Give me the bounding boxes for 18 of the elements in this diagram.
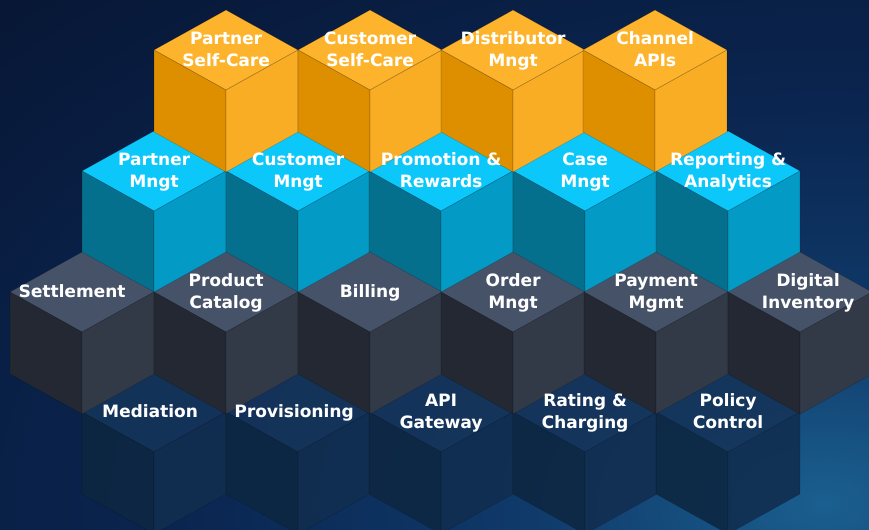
cube-label: Payment Mgmt bbox=[613, 270, 699, 314]
cube-label: Channel APIs bbox=[615, 28, 695, 72]
cube-label: Product Catalog bbox=[188, 270, 264, 314]
cube-label: Case Mngt bbox=[559, 149, 611, 193]
cube-label: Billing bbox=[340, 281, 400, 303]
cube-label: Partner Self-Care bbox=[181, 28, 271, 72]
cube-label: Settlement bbox=[18, 281, 126, 303]
cube-label: Policy Control bbox=[692, 390, 764, 434]
cube-label: Customer Mngt bbox=[250, 149, 346, 193]
cube-label: Partner Mngt bbox=[116, 149, 191, 193]
cube-label: Customer Self-Care bbox=[322, 28, 418, 72]
cube-label: Mediation bbox=[102, 401, 198, 423]
cube-label: Order Mngt bbox=[484, 270, 542, 314]
cube-label: Distributor Mngt bbox=[460, 28, 566, 72]
cube-label: Digital Inventory bbox=[760, 270, 856, 314]
cube-label: API Gateway bbox=[398, 390, 484, 434]
cube-label: Rating & Charging bbox=[540, 390, 630, 434]
cube-label: Provisioning bbox=[234, 401, 354, 423]
